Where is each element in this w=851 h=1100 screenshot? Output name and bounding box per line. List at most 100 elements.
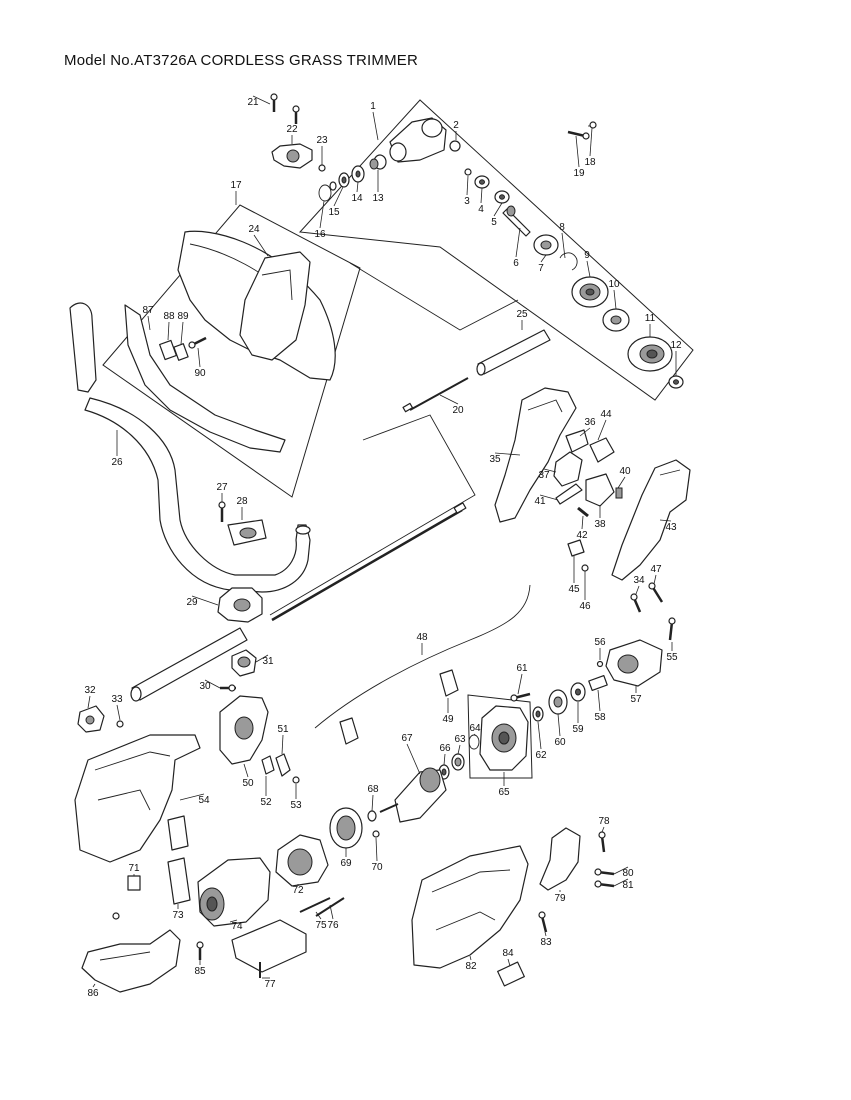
screw-part-23 [318,164,326,172]
leader-line-60 [557,713,561,737]
leader-line-67 [406,743,421,775]
button-part-45 [567,539,585,557]
part-label-15: 15 [328,207,340,218]
handle-holder-part-29 [217,587,263,623]
armature-part-67 [379,767,447,823]
guard-bracket-part-24 [239,251,311,361]
terminal-part-76 [315,897,345,917]
screw-part-46 [581,564,589,572]
spindle-part-6 [502,205,531,237]
screw-part-80 [594,868,615,876]
leader-line-5 [493,202,503,217]
leader-line-34 [635,585,640,595]
pipe-part-25 [476,329,551,376]
part-label-37: 37 [538,470,550,481]
screw-part-90 [188,336,207,349]
drive-shaft-end [453,502,467,514]
controller-part-77 [231,919,307,978]
leader-line-31 [255,654,269,663]
clip-part-52 [261,755,275,775]
part-label-81: 81 [622,880,634,891]
leader-line-61 [517,673,523,695]
motor-part-74 [197,857,271,927]
part-label-83: 83 [540,937,552,948]
screw-part-70 [372,830,380,838]
leader-line-7 [540,254,547,263]
part-label-56: 56 [594,637,606,648]
part-label-76: 76 [327,920,339,931]
leader-line-32 [87,695,91,709]
part-label-58: 58 [594,712,606,723]
leader-line-47 [653,574,657,585]
leader-line-90 [197,347,201,368]
leader-line-78 [601,826,605,833]
washer-part-62 [532,706,544,722]
part-label-60: 60 [554,737,566,748]
part-label-71: 71 [128,863,140,874]
terminal-part-73 [167,815,191,905]
spring-part-40 [615,487,623,499]
leader-line-19 [575,135,580,168]
handle-part-43 [611,459,691,581]
part-label-23: 23 [316,135,328,146]
leader-line-86 [92,983,96,988]
part-label-28: 28 [236,496,248,507]
part-label-24: 24 [248,224,260,235]
leader-line-29 [191,595,219,606]
part-label-46: 46 [579,601,591,612]
part-label-9: 9 [584,250,590,261]
part-label-34: 34 [633,575,645,586]
part-label-49: 49 [442,714,454,725]
screw-part-78 [598,831,606,853]
leader-line-9 [586,260,591,278]
part-label-26: 26 [111,457,123,468]
leader-line-10 [613,289,617,310]
leader-line-58 [597,689,601,712]
drive-shaft [271,508,463,622]
leader-line-36 [579,427,591,437]
washer-part-59 [570,682,586,702]
shaft-part-58 [588,674,608,692]
part-label-79: 79 [554,893,566,904]
leader-line-4 [480,187,483,204]
brush-holder-part-69 [329,807,363,849]
spring-part-42 [577,506,589,518]
gear-part-63 [451,753,465,771]
lever-part-41 [555,483,583,505]
leader-line-18 [589,127,593,157]
leader-line-76 [329,904,334,920]
stator-part-72 [275,834,329,887]
leader-line-80 [613,866,629,875]
part-label-75: 75 [315,920,327,931]
part-label-89: 89 [177,311,189,322]
leader-line-35 [494,452,521,456]
part-label-55: 55 [666,652,678,663]
bolt-part-30 [220,684,236,692]
part-label-51: 51 [277,724,289,735]
cover-part-79 [539,827,581,891]
leader-line-74 [229,919,238,923]
leader-line-24 [253,234,269,257]
gear-box-frame [467,694,533,779]
cover-part-11 [627,336,673,372]
leader-line-64 [473,733,476,736]
screw-part-55 [668,617,676,641]
part-label-31: 31 [262,656,274,667]
part-label-82: 82 [465,961,477,972]
blade-part-88 [159,339,177,361]
bracket-part-50 [219,695,269,765]
part-label-65: 65 [498,787,510,798]
part-label-67: 67 [401,733,413,744]
terminal-part-75 [299,897,331,913]
shaft-part-20 [402,377,469,413]
leader-line-54 [179,793,205,801]
clamp-part-32 [77,705,105,733]
bolt-part-27 [218,501,226,522]
leader-line-81 [613,878,629,887]
part-label-14: 14 [351,193,363,204]
holder-part-28 [227,519,267,546]
washer-part-16b [329,181,337,191]
part-label-85: 85 [194,966,206,977]
screw-part-53 [292,776,300,784]
